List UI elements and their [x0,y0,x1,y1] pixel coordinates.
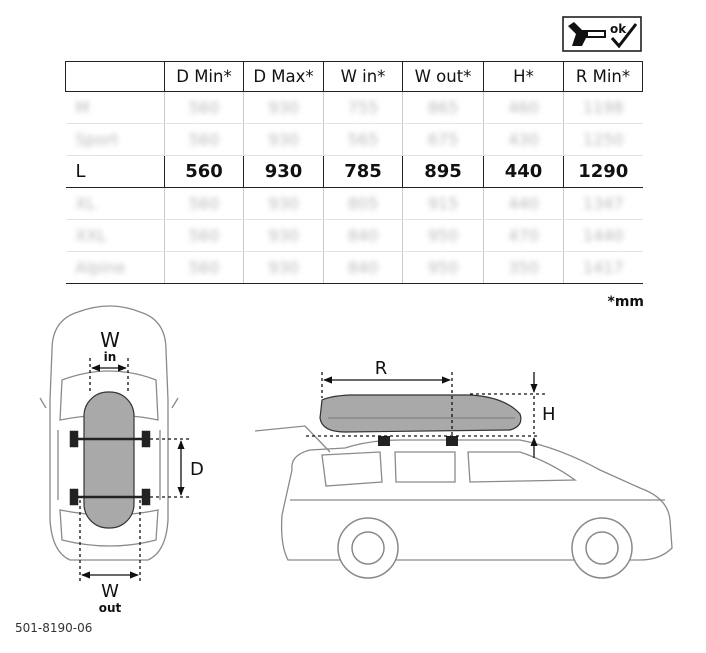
r-dimension [306,372,540,437]
row-model: M [65,91,165,124]
cell: 560 [164,91,244,124]
table-row: Sport 560 930 565 675 430 1250 [65,123,643,156]
table-row-highlighted: L 560 930 785 895 440 1290 [65,155,643,188]
cell: 1417 [563,251,643,284]
cell: 350 [483,251,564,284]
ok-text: ok [610,22,627,36]
row-model: XXL [65,219,165,252]
cell: 805 [323,187,403,220]
w-in-label: W [100,328,120,352]
cell: 950 [402,219,484,252]
w-out-sub: out [99,601,122,615]
cell: 930 [243,219,324,252]
cell: 675 [402,123,484,156]
cell: 840 [323,251,403,284]
cell: 560 [164,251,244,284]
cell: 565 [323,123,403,156]
cell: 1198 [563,91,643,124]
w-out-dimension [79,500,141,582]
header-w-in: W in* [323,61,403,92]
h-dimension [470,372,545,458]
roof-fit-ok-icon: ok [562,16,642,52]
cell: 950 [402,251,484,284]
d-label: D [190,459,204,480]
cell: 560 [164,155,244,188]
cell: 930 [243,155,324,188]
row-model: Alpine [65,251,165,284]
roof-rack-feet [378,436,458,446]
table-row: Alpine 560 930 840 950 350 1417 [65,251,643,284]
roof-box-top [83,391,135,529]
w-in-dimension [89,358,129,392]
cell: 1347 [563,187,643,220]
cell: 930 [243,123,324,156]
roof-box-side [319,394,522,433]
cell: 560 [164,123,244,156]
table-row: XL 560 930 805 915 440 1347 [65,187,643,220]
row-model: XL [65,187,165,220]
header-h: H* [483,61,564,92]
side-view-wheels [337,517,633,579]
cell: 1290 [563,155,643,188]
cell: 930 [243,251,324,284]
w-out-label: W [101,581,119,602]
cell: 785 [323,155,403,188]
unit-note: *mm [607,294,645,310]
cell: 930 [243,187,324,220]
header-r-min: R Min* [563,61,643,92]
cell: 895 [402,155,484,188]
cell: 865 [402,91,484,124]
cell: 440 [483,187,564,220]
cell: 1250 [563,123,643,156]
row-model: Sport [65,123,165,156]
r-label: R [375,358,388,379]
cell: 560 [164,187,244,220]
table-row: XXL 560 930 840 950 470 1440 [65,219,643,252]
cell: 840 [323,219,403,252]
crossbars [69,430,151,506]
cell: 930 [243,91,324,124]
table-row: M 560 930 755 865 460 1198 [65,91,643,124]
part-number: 501-8190-06 [15,621,93,635]
cell: 440 [483,155,564,188]
cell: 470 [483,219,564,252]
h-label: H [542,404,556,425]
header-w-out: W out* [402,61,484,92]
cell: 430 [483,123,564,156]
cell: 1440 [563,219,643,252]
d-dimension [150,438,190,498]
header-d-min: D Min* [164,61,244,92]
cell: 560 [164,219,244,252]
row-model: L [65,155,165,188]
cell: 755 [323,91,403,124]
w-in-sub: in [104,350,117,364]
dimension-table: D Min* D Max* W in* W out* H* R Min* M 5… [65,61,643,284]
header-d-max: D Max* [243,61,324,92]
cell: 460 [483,91,564,124]
cell: 915 [402,187,484,220]
table-header-row: D Min* D Max* W in* W out* H* R Min* [65,61,643,92]
